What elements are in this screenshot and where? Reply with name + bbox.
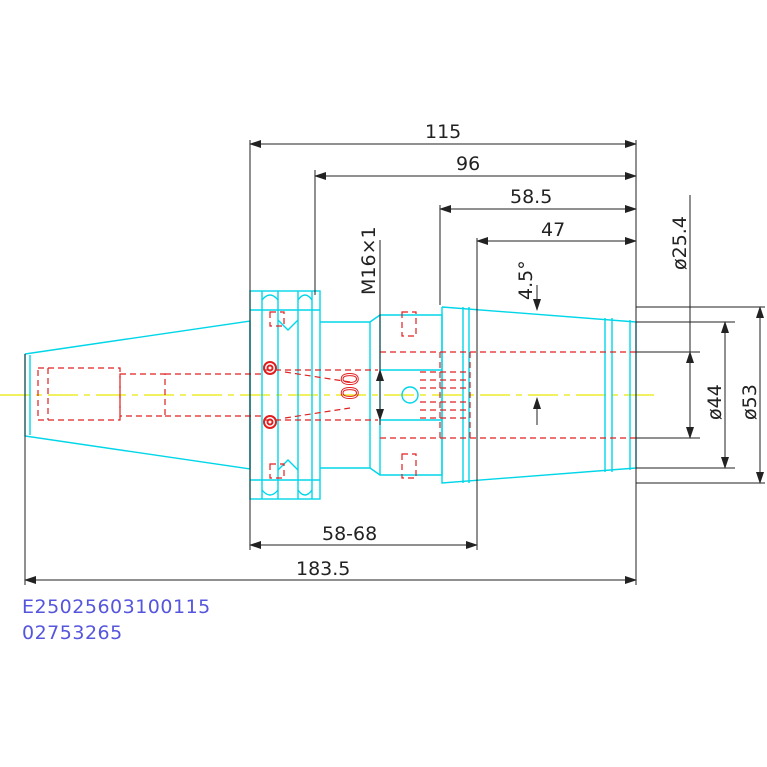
item-code: 02753265 xyxy=(22,622,123,644)
dim-47: 47 xyxy=(541,219,565,241)
dim-dia-25-4: ø25.4 xyxy=(669,216,691,270)
dim-range: 58-68 xyxy=(322,523,377,545)
hidden-features xyxy=(37,311,636,479)
o-ring-marks xyxy=(263,361,277,429)
dim-overall: 183.5 xyxy=(296,558,350,580)
dim-dia-44: ø44 xyxy=(704,384,726,420)
dim-115: 115 xyxy=(425,121,461,143)
oo-mark: 00 xyxy=(339,372,364,400)
dimension-lines xyxy=(24,140,765,585)
dim-96: 96 xyxy=(456,153,480,175)
dim-thread: M16×1 xyxy=(358,226,380,295)
part-code: E25025603100115 xyxy=(22,596,211,618)
dim-58-5: 58.5 xyxy=(510,186,552,208)
dim-dia-53: ø53 xyxy=(739,384,761,420)
dim-angle: 4.5° xyxy=(515,260,537,300)
